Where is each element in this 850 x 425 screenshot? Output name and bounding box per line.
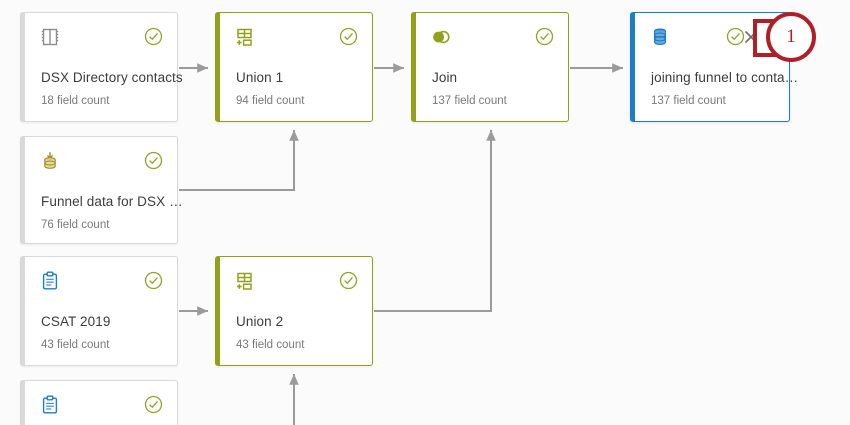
check-circle-icon	[144, 271, 163, 290]
node-title: Union 1	[236, 70, 284, 85]
clipboard-icon	[39, 394, 61, 416]
database-import-icon	[39, 150, 61, 172]
node-header	[635, 13, 789, 53]
node-field-count: 137 field count	[432, 95, 507, 107]
node-header	[25, 13, 177, 53]
node-header	[220, 257, 372, 297]
database-icon	[649, 26, 671, 48]
check-circle-icon	[144, 151, 163, 170]
node-join[interactable]: Join 137 field count	[411, 12, 569, 122]
node-title: Union 2	[236, 314, 284, 329]
check-circle-icon	[535, 27, 554, 46]
node-dsx-directory-contacts[interactable]: DSX Directory contacts 18 field count	[20, 12, 183, 122]
book-icon	[39, 26, 61, 48]
close-icon[interactable]	[741, 27, 761, 47]
node-csat-2019[interactable]: CSAT 2019 43 field count	[20, 256, 178, 366]
node-header	[25, 137, 177, 177]
union-icon	[234, 270, 256, 292]
node-header	[25, 257, 177, 297]
node-field-count: 76 field count	[41, 219, 110, 231]
check-circle-icon	[726, 27, 745, 46]
wire-funnel-to-union1	[179, 130, 299, 191]
node-header	[220, 13, 372, 53]
node-field-count: 137 field count	[651, 95, 726, 107]
node-joining-funnel-to-contacts[interactable]: joining funnel to conta… 137 field count	[630, 12, 798, 122]
node-funnel-data-for-dsx[interactable]: Funnel data for DSX … 76 field count	[20, 136, 183, 244]
annotation-step-badge: 1	[766, 12, 816, 62]
node-header	[25, 381, 177, 421]
node-clipboard-partial[interactable]	[20, 380, 178, 425]
node-title: Funnel data for DSX …	[41, 194, 183, 209]
node-field-count: 43 field count	[236, 339, 305, 351]
check-circle-icon	[144, 27, 163, 46]
node-title: DSX Directory contacts	[41, 70, 183, 85]
join-icon	[430, 26, 452, 48]
union-icon	[234, 26, 256, 48]
wire-union2-to-join	[374, 130, 496, 312]
node-title: CSAT 2019	[41, 314, 111, 329]
node-union-1[interactable]: Union 1 94 field count	[215, 12, 373, 122]
node-field-count: 94 field count	[236, 95, 305, 107]
node-union-2[interactable]: Union 2 43 field count	[215, 256, 373, 366]
node-field-count: 18 field count	[41, 95, 110, 107]
check-circle-icon	[144, 395, 163, 414]
check-circle-icon	[339, 271, 358, 290]
node-title: Join	[432, 70, 458, 85]
clipboard-icon	[39, 270, 61, 292]
check-circle-icon	[339, 27, 358, 46]
node-header	[416, 13, 568, 53]
node-field-count: 43 field count	[41, 339, 110, 351]
node-title: joining funnel to conta…	[651, 70, 799, 85]
